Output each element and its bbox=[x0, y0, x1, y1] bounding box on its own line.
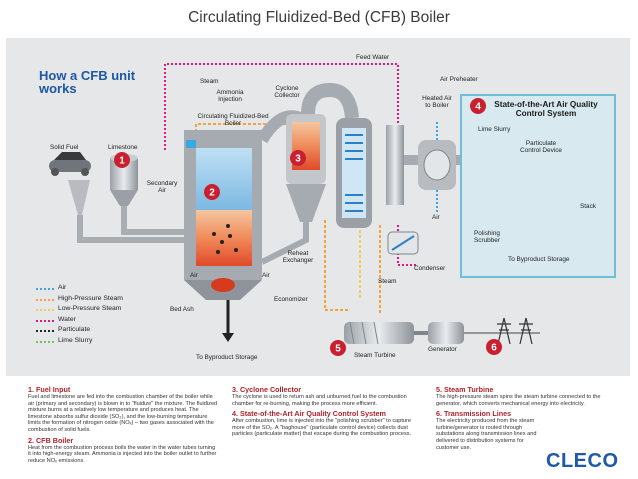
label-heated-air: Heated Air to Boiler bbox=[422, 95, 452, 110]
notes-col-3: 5. Steam Turbine The high-pressure steam… bbox=[436, 383, 606, 451]
label-solid-fuel: Solid Fuel bbox=[50, 144, 79, 151]
subtitle: How a CFB unit works bbox=[39, 68, 136, 96]
legend-item-air: Air bbox=[36, 283, 123, 294]
cyclone-collector bbox=[260, 114, 326, 265]
cyclone-duct bbox=[301, 82, 359, 119]
legend-item-water: Water bbox=[36, 315, 123, 326]
legend-swatch bbox=[36, 288, 54, 290]
notes-col-1: 1. Fuel Input Fuel and limestone are fed… bbox=[28, 383, 218, 464]
legend-swatch bbox=[36, 309, 54, 311]
legend-item-lp-steam: Low-Pressure Steam bbox=[36, 304, 123, 315]
limestone-silo bbox=[110, 154, 138, 206]
note-body: The electricity produced from the steam … bbox=[436, 418, 537, 451]
label-cyclone: Cyclone Collector bbox=[274, 85, 300, 100]
steam-turbine bbox=[344, 321, 414, 345]
label-air-preheater-in: Air bbox=[432, 214, 440, 221]
note-title: 5. Steam Turbine bbox=[436, 385, 494, 394]
label-limestone: Limestone bbox=[108, 144, 138, 151]
label-reheat: Reheat Exchanger bbox=[282, 250, 314, 265]
label-condenser: Condenser bbox=[414, 265, 446, 272]
label-cfb-boiler: Circulating Fluidized-Bed Boiler bbox=[197, 113, 269, 128]
generator bbox=[428, 322, 464, 344]
legend-swatch bbox=[36, 340, 54, 343]
solid-fuel-hopper bbox=[49, 152, 91, 176]
legend: Air High-Pressure Steam Low-Pressure Ste… bbox=[36, 283, 123, 346]
legend-item-particulate: Particulate bbox=[36, 325, 123, 336]
label-byproduct-right: To Byproduct Storage bbox=[508, 256, 570, 263]
label-air-left: Air bbox=[190, 272, 198, 279]
label-stack: Stack bbox=[580, 203, 596, 210]
note-body: Heat from the combustion process boils t… bbox=[28, 444, 217, 464]
note-title: 6. Transmission Lines bbox=[436, 409, 512, 419]
condenser bbox=[387, 231, 419, 255]
note-body: After combustion, lime is injected into … bbox=[232, 418, 412, 438]
label-steam-mid: Steam bbox=[378, 278, 397, 285]
label-steam-top: Steam bbox=[200, 78, 219, 85]
note-title: 3. Cyclone Collector bbox=[232, 385, 302, 394]
label-bed-ash: Bed Ash bbox=[170, 306, 194, 313]
note-title: 4. State-of-the-Art Air Quality Control … bbox=[232, 409, 386, 419]
water-line bbox=[164, 63, 399, 150]
label-ammonia: Ammonia Injection bbox=[216, 89, 244, 104]
legend-item-hp-steam: High-Pressure Steam bbox=[36, 294, 123, 305]
label-feed-water: Feed Water bbox=[356, 54, 390, 61]
label-air-preheater: Air Preheater bbox=[440, 76, 478, 83]
label-byproduct-left: To Byproduct Storage bbox=[196, 354, 258, 361]
note-body: Fuel and limestone are fed into the comb… bbox=[28, 394, 218, 433]
reheat-exchanger bbox=[336, 118, 372, 228]
label-generator: Generator bbox=[428, 346, 457, 353]
hp-steam-line-2 bbox=[324, 220, 350, 311]
flue-duct bbox=[386, 125, 404, 205]
legend-swatch bbox=[36, 330, 54, 332]
note-body: The high-pressure steam spins the steam … bbox=[436, 394, 601, 407]
cleco-logo: CLECO bbox=[546, 450, 619, 472]
label-lime-slurry: Lime Slurry bbox=[478, 126, 511, 133]
fuel-conveyor bbox=[68, 180, 188, 243]
aq-control-box bbox=[460, 94, 616, 278]
note-title: 2. CFB Boiler bbox=[28, 435, 74, 445]
transmission-towers bbox=[497, 317, 533, 345]
notes-col-2: 3. Cyclone Collector The cyclone is used… bbox=[232, 383, 422, 438]
label-pcd: Particulate Control Device bbox=[520, 140, 562, 155]
page-title: Circulating Fluidized-Bed (CFB) Boiler bbox=[188, 9, 450, 26]
aq-title: State-of-the-Art Air Quality Control Sys… bbox=[494, 100, 598, 118]
label-secondary-air: Secondary Air bbox=[146, 180, 178, 195]
legend-swatch bbox=[36, 298, 54, 301]
label-polishing: Polishing Scrubber bbox=[474, 230, 500, 245]
label-steam-turbine: Steam Turbine bbox=[354, 352, 396, 359]
legend-item-lime-slurry: Lime Slurry bbox=[36, 336, 123, 347]
cfb-boiler bbox=[184, 110, 303, 300]
note-title: 1. Fuel Input bbox=[28, 385, 71, 394]
label-economizer: Economizer bbox=[274, 296, 308, 303]
legend-swatch bbox=[36, 319, 54, 322]
note-body: The cyclone is used to return ash and un… bbox=[232, 394, 407, 407]
label-air-right: Air bbox=[262, 272, 270, 279]
